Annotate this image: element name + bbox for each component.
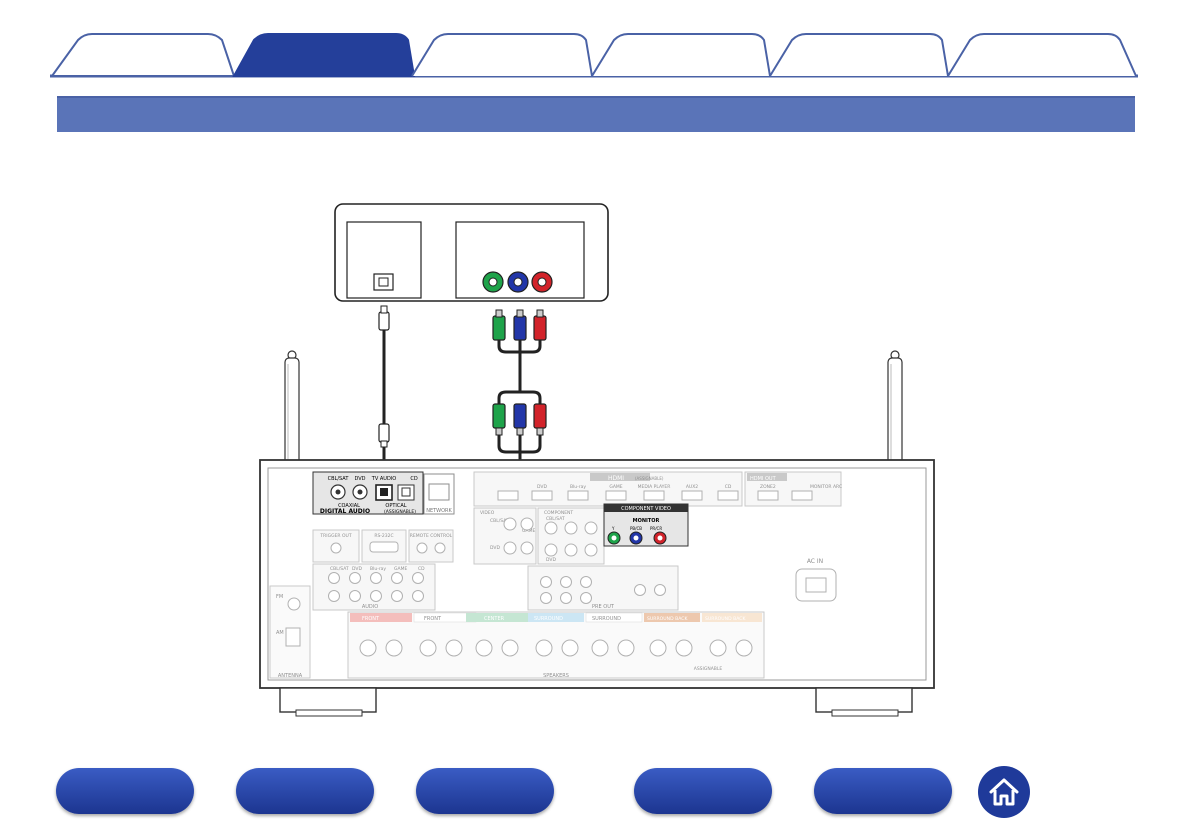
hdmi-zone2-label: ZONE2 <box>760 484 776 490</box>
hdmi-in-label-5: AUX2 <box>686 484 698 490</box>
home-icon <box>989 778 1019 806</box>
tab-6[interactable] <box>947 33 1137 77</box>
receiver-feet <box>279 687 913 717</box>
component-monitor-label: MONITOR <box>633 518 660 524</box>
chapter-tabs <box>50 33 1138 78</box>
hdmi-out-title: HDMI OUT <box>750 476 777 482</box>
remote-control-title: REMOTE CONTROL <box>410 533 453 539</box>
audio-in-title: AUDIO <box>362 604 378 610</box>
digital-in-label-3: TV AUDIO <box>371 476 396 482</box>
digital-audio-section: CBL/SAT DVD TV AUDIO CD COAXIAL OPTICAL … <box>312 471 424 515</box>
section-header-bar <box>57 96 1135 132</box>
speakers-title: SPEAKERS <box>543 673 569 679</box>
bottom-nav-button-3[interactable] <box>416 768 554 814</box>
bottom-nav-button-1[interactable] <box>56 768 194 814</box>
optical-cable <box>378 305 390 484</box>
optical-out-jack <box>373 273 394 291</box>
hdmi-in-label-4: MEDIA PLAYER <box>638 484 671 490</box>
audio-in-label-1: CBL/SAT <box>330 566 349 572</box>
connection-diagram: CBL/SAT DVD TV AUDIO CD COAXIAL OPTICAL … <box>259 203 935 717</box>
network-port: NETWORK <box>423 473 455 515</box>
source-device <box>334 203 609 302</box>
antenna-fm-label: FM <box>276 594 283 600</box>
digital-audio-assignable: (ASSIGNABLE) <box>384 509 416 515</box>
antenna-title: ANTENNA <box>278 673 303 679</box>
digital-in-label-1: CBL/SAT <box>328 476 350 482</box>
digital-in-label-2: DVD <box>354 476 365 482</box>
hdmi-in-label-3: GAME <box>609 484 622 490</box>
section-title <box>57 106 69 122</box>
jack-pr-label: PR/CR <box>650 526 662 531</box>
video-in-title: VIDEO <box>480 510 495 516</box>
home-button[interactable] <box>978 766 1030 818</box>
pre-out-title: PRE OUT <box>592 604 615 610</box>
hdmi-in-label-1: DVD <box>537 484 547 490</box>
speaker-group-6-label: SURROUND BACK <box>647 616 688 622</box>
network-label: NETWORK <box>426 508 452 514</box>
audio-in-label-3: Blu-ray <box>370 566 386 572</box>
rs232c-title: RS-232C <box>374 533 393 539</box>
jack-pb-label: PB/CB <box>630 526 642 531</box>
trigger-out-title: TRIGGER OUT <box>319 533 351 539</box>
audio-in-label-4: GAME <box>394 566 407 572</box>
hdmi-in-label-6: CD <box>725 484 732 490</box>
tab-4[interactable] <box>591 33 771 77</box>
hdmi-assignable: (ASSIGNABLE) <box>635 476 664 481</box>
speaker-group-3-label: CENTER <box>484 616 505 622</box>
component-in-label-2: DVD <box>546 557 556 563</box>
optical-label: OPTICAL <box>385 503 406 509</box>
audio-in-label-5: CD <box>418 566 425 572</box>
component-video-title: COMPONENT VIDEO <box>621 506 671 512</box>
video-in-label-1: CBL/SAT <box>490 518 509 524</box>
av-receiver-rear-panel: CBL/SAT DVD TV AUDIO CD COAXIAL OPTICAL … <box>259 459 935 689</box>
speaker-group-4-label: SURROUND <box>534 616 563 622</box>
tab-3[interactable] <box>411 33 593 77</box>
speaker-group-1-label: FRONT <box>362 616 380 622</box>
antenna-am-label: AM <box>276 630 284 636</box>
component-in-label-1: CBL/SAT <box>546 516 565 522</box>
jack-y-label: Y <box>611 526 615 531</box>
hdmi-section: HDMI (ASSIGNABLE) DVD Blu-ray GAME MEDIA… <box>269 471 842 679</box>
audio-in-label-2: DVD <box>352 566 362 572</box>
video-in-label-3: GAME <box>522 528 535 534</box>
component-video-monitor-out: COMPONENT VIDEO MONITOR Y PB/CB PR/CR <box>603 503 689 547</box>
speaker-group-2-label: FRONT <box>424 616 442 622</box>
coaxial-label: COAXIAL <box>338 503 360 509</box>
hdmi-monitor-arc-label: MONITOR ARC <box>810 484 842 490</box>
speaker-group-5-label: SURROUND <box>592 616 621 622</box>
component-in-title: COMPONENT <box>544 510 573 516</box>
video-in-label-2: DVD <box>490 545 500 551</box>
bottom-nav-button-4[interactable] <box>634 768 772 814</box>
tab-5[interactable] <box>769 33 949 77</box>
optical-in-jack-2 <box>397 484 415 501</box>
speakers-assignable: ASSIGNABLE <box>694 666 723 672</box>
digital-in-label-4: CD <box>410 476 417 482</box>
hdmi-in-label-2: Blu-ray <box>570 484 586 490</box>
hdmi-title: HDMI <box>608 475 624 482</box>
tab-1[interactable] <box>50 33 236 77</box>
bottom-nav-button-5[interactable] <box>814 768 952 814</box>
bottom-nav-button-2[interactable] <box>236 768 374 814</box>
ac-in-label: AC IN <box>807 558 823 565</box>
speaker-group-7-label: SURROUND BACK <box>705 616 746 622</box>
digital-audio-title: DIGITAL AUDIO <box>320 508 370 515</box>
tab-2[interactable] <box>232 33 416 77</box>
